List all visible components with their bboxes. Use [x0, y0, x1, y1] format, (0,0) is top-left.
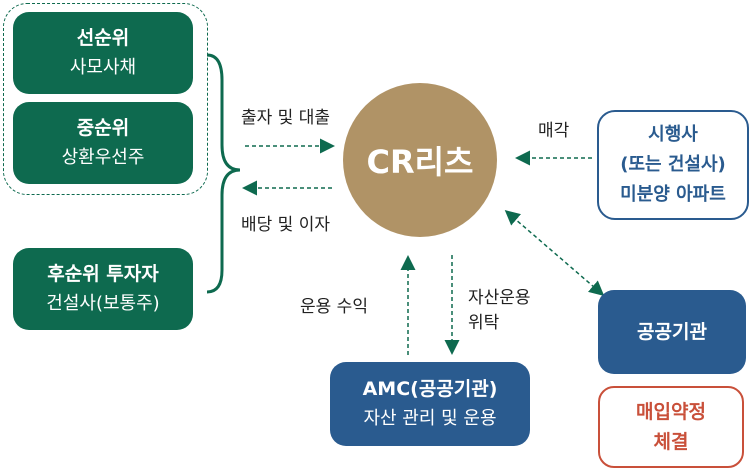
developer-line2: (또는 건설사) [620, 154, 726, 175]
entrust-label-line2: 위탁 [468, 313, 500, 333]
purchase-agreement-box: 매입약정 체결 [598, 386, 744, 468]
junior-investor-title: 후순위 투자자 [47, 263, 159, 285]
amc-subtitle: 자산 관리 및 운용 [363, 408, 497, 429]
senior-bond-title: 선순위 [76, 27, 130, 49]
dividend-label: 배당 및 이자 [241, 215, 331, 235]
purchase-agreement-line2: 체결 [653, 431, 689, 453]
amc-title: AMC(공공기관) [362, 378, 498, 400]
developer-box: 시행사 (또는 건설사) 미분양 아파트 [597, 110, 749, 220]
senior-group-outline [3, 3, 208, 195]
developer-line1: 시행사 [648, 124, 698, 145]
mezzanine-box: 중순위 상환우선주 [13, 102, 193, 184]
sale-label: 매각 [538, 121, 570, 141]
cr-reits-label: CR리츠 [366, 143, 474, 181]
junior-investor-box: 후순위 투자자 건설사(보통주) [13, 248, 193, 330]
investment-label: 출자 및 대출 [241, 108, 331, 128]
developer-line3: 미분양 아파트 [620, 184, 726, 205]
public-agency-arrow [504, 210, 605, 296]
public-agency-box: 공공기관 [598, 290, 746, 374]
entrust-label-line1: 자산운용 [468, 288, 531, 308]
investor-brace [206, 53, 241, 294]
mezzanine-subtitle: 상환우선주 [61, 147, 145, 168]
purchase-agreement-line1: 매입약정 [636, 401, 706, 423]
cr-reits-circle: CR리츠 [343, 83, 497, 237]
senior-bond-box: 선순위 사모사채 [13, 12, 193, 94]
operation-income-label: 운용 수익 [300, 297, 368, 317]
public-agency-label: 공공기관 [637, 321, 707, 343]
senior-bond-subtitle: 사모사채 [69, 57, 137, 78]
amc-box: AMC(공공기관) 자산 관리 및 운용 [330, 362, 530, 446]
mezzanine-title: 중순위 [76, 117, 130, 139]
junior-investor-subtitle: 건설사(보통주) [46, 293, 160, 314]
